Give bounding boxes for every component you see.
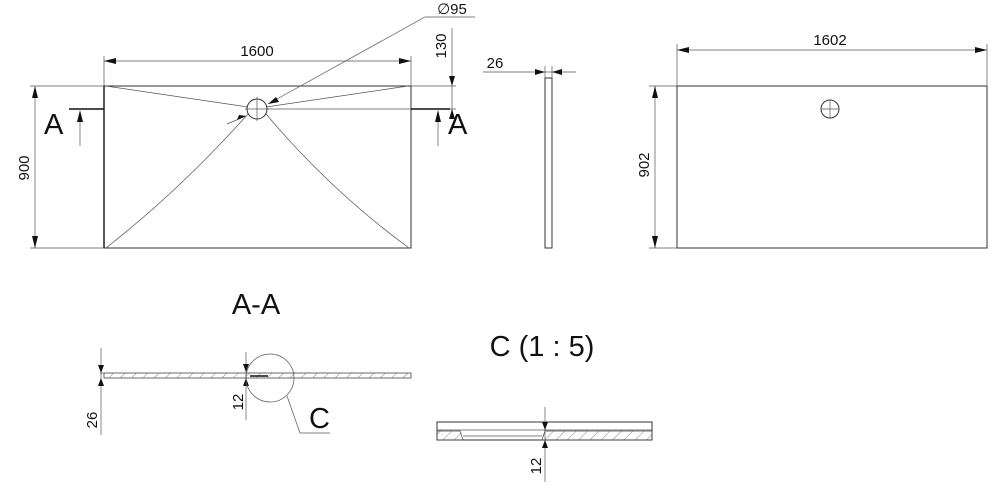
section-mark-left: A [44,109,64,141]
slope-lines [105,85,410,249]
width-dim-label: 1600 [240,43,273,60]
tray-outline [103,85,412,249]
tray-outline-right [676,85,988,249]
section-thickness-label: 26 [84,412,101,429]
height-dim-label: 900 [16,155,33,180]
top-view: 1600 900 130 ∅95 A A [16,1,475,249]
bottom-view: 1602 902 [636,32,988,249]
drain-offset-dim-label: 130 [433,33,450,58]
right-width-label: 1602 [813,32,846,49]
detail-label: C [309,403,330,435]
detail-thickness-label: 12 [528,458,545,475]
detail-circle [245,353,295,403]
detail-title: C (1 : 5) [490,331,595,363]
section-title: A-A [232,289,281,321]
right-height-label: 902 [636,152,653,177]
drain-diameter-label: ∅95 [437,1,467,18]
section-view: A-A 26 12 C [84,289,412,435]
side-view: 26 [483,55,576,249]
side-thickness-label: 26 [487,55,504,72]
drain-symbol-right [820,99,840,119]
section-drain-thickness-label: 12 [230,394,247,411]
side-profile [544,77,553,249]
drain-symbol [245,97,269,121]
detail-view: C (1 : 5) 12 [436,331,653,482]
section-mark-right: A [448,109,468,141]
